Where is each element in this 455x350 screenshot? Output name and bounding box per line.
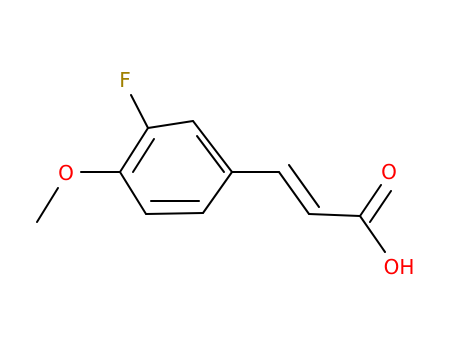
ring-bond-c6-c1: [119, 127, 149, 173]
ring-bond-c2-c3: [192, 120, 233, 173]
bond-c1-fluorine: [130, 94, 149, 129]
ring-bond-c5-c6: [119, 171, 147, 215]
bonds: [36, 94, 392, 253]
hydroxyl-label: OH: [384, 255, 415, 279]
ring-bond-c1-c2: [147, 120, 194, 129]
bond-carboxyl-hydroxyl: [359, 215, 386, 253]
ring-bond-c4-c5: [145, 212, 204, 215]
methoxy-oxygen-label: O: [58, 161, 74, 185]
ring-bond-c6-c1-inner: [132, 138, 155, 173]
atom-labels: F O O OH: [58, 68, 414, 279]
bond-vinyl-carboxyl: [308, 213, 361, 217]
carbonyl-oxygen-label: O: [381, 160, 397, 184]
bond-vinyl-double-inner: [288, 164, 320, 208]
ring-bond-c2-c3-inner: [196, 135, 225, 173]
fluorine-label: F: [119, 68, 131, 92]
ring-bond-c3-c4: [202, 171, 233, 214]
bond-vinyl-double: [278, 171, 310, 215]
bond-carbonyl-inner: [369, 190, 392, 223]
bond-carbonyl: [359, 184, 382, 217]
bond-oxygen-methyl: [36, 187, 59, 223]
